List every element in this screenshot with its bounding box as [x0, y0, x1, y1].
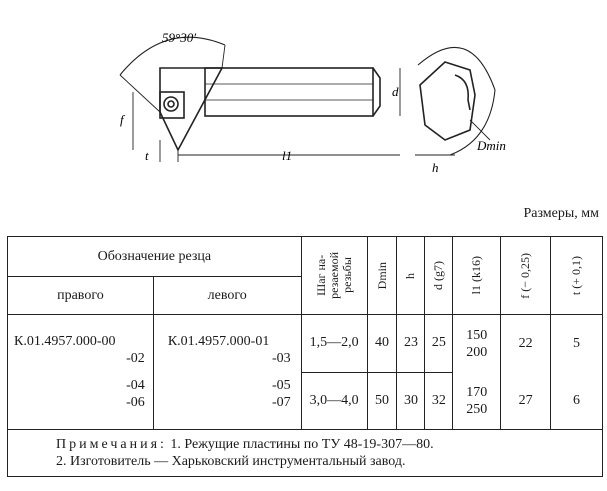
f-0: 22 — [518, 336, 533, 351]
header-left: левого — [152, 276, 302, 315]
right-code-0: К.01.4957.000-00 — [14, 334, 116, 349]
right-code-2: -04 — [126, 378, 145, 393]
d-0: 25 — [425, 315, 453, 373]
dmin-0: 40 — [367, 315, 397, 373]
header-l1: l1 (k16) — [469, 256, 484, 295]
units-label: Размеры, мм — [523, 206, 599, 221]
t-1: 6 — [573, 393, 581, 408]
t-0: 5 — [573, 336, 581, 351]
note-1: 1. Режущие пластины по ТУ 48-19-307—80. — [170, 437, 434, 452]
header-h: h — [403, 272, 418, 279]
dim-f-label: f — [120, 112, 126, 127]
dim-t-label: t — [145, 148, 149, 163]
dim-h-label: h — [432, 160, 439, 175]
l1-2: 170 — [466, 384, 488, 400]
left-codes: К.01.4957.000-01 -03 -05 -07 — [154, 333, 301, 411]
l1-1: 200 — [466, 344, 488, 360]
l1-0: 150 — [466, 327, 488, 343]
header-right: правого — [7, 276, 154, 315]
angle-label: 59°30′ — [162, 30, 196, 45]
dmin-1: 50 — [375, 392, 390, 408]
spec-table: Обозначение резца Шаг на- резаемой резьб… — [7, 236, 603, 477]
right-codes: К.01.4957.000-00 -02 -04 -06 — [8, 333, 153, 411]
header-t: t (+ 0,1) — [569, 255, 584, 296]
dim-d-label: d — [392, 84, 399, 99]
notes: Примечания: 1. Режущие пластины по ТУ 48… — [7, 429, 603, 477]
h-0: 23 — [397, 315, 425, 373]
f-1: 27 — [518, 393, 533, 408]
h-1: 30 — [403, 392, 418, 408]
left-code-0: К.01.4957.000-01 — [167, 334, 270, 349]
right-code-3: -06 — [126, 395, 145, 410]
d-1: 32 — [431, 392, 446, 408]
tool-drawing: 59°30′ d f t l1 h Dmin — [119, 30, 506, 175]
header-designation: Обозначение резца — [7, 236, 302, 277]
header-d: d (g7) — [431, 261, 446, 290]
note-2: 2. Изготовитель — Харьковский инструмент… — [56, 454, 406, 469]
header-dmin: Dmin — [374, 261, 389, 290]
notes-label: Примечания: — [56, 437, 167, 452]
dim-l1-label: l1 — [282, 148, 292, 163]
header-pitch: Шаг на- резаемой резьбы — [313, 252, 354, 299]
left-code-1: -03 — [271, 351, 291, 366]
left-code-2: -05 — [271, 378, 291, 393]
left-code-3: -07 — [271, 395, 291, 410]
pitch-1: 3,0—4,0 — [309, 392, 359, 408]
dim-dmin-label: Dmin — [476, 138, 506, 153]
pitch-0: 1,5—2,0 — [301, 315, 367, 373]
header-f: f (− 0,25) — [518, 252, 533, 299]
l1-3: 250 — [466, 401, 488, 417]
right-code-1: -02 — [126, 351, 145, 366]
